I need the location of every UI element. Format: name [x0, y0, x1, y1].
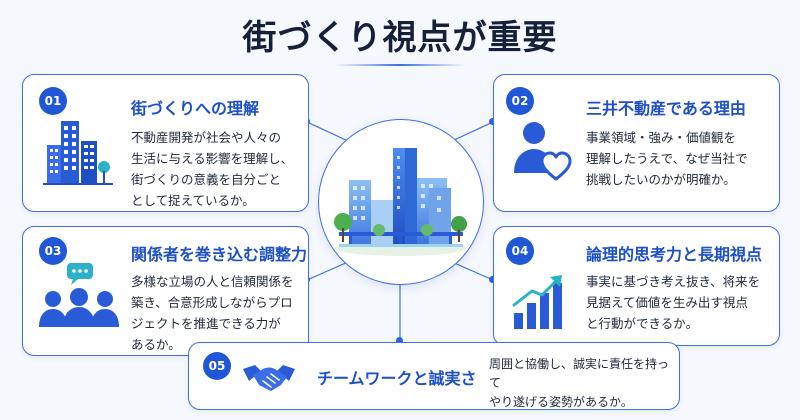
desc-line: 挑戦したいのかが明確か。 [586, 172, 736, 187]
handshake-icon [243, 365, 295, 391]
desc-line: と行動ができるか。 [586, 316, 699, 331]
card-description: 周囲と協働し、誠実に責任を持って やり遂げる姿勢があるか。 [489, 355, 679, 412]
card-02: 02 三井不動産である理由 事業領域・強み・価値観を 理解したうえで、なぜ当社で… [493, 74, 780, 212]
desc-line: として捉えているか。 [131, 193, 255, 208]
growth-chart-icon [512, 275, 562, 329]
desc-line: 不動産開発が社会や人々の [131, 130, 282, 145]
desc-line: 築き、合意形成しながらプロ [131, 295, 293, 310]
desc-line: 事業領域・強み・価値観を [586, 130, 737, 145]
card-description: 不動産開発が社会や人々の 生活に与える影響を理解し、 街づくりの意義を自分ごと … [131, 127, 293, 211]
desc-line: あるか。 [131, 337, 181, 352]
desc-line: ジェクトを推進できる力が [131, 316, 281, 331]
card-description: 事実に基づき考え抜き、将来を 見据えて価値を生み出す視点 と行動ができるか。 [586, 271, 760, 334]
group-chat-icon [39, 263, 119, 327]
desc-line: やり遂げる姿勢があるか。 [489, 395, 633, 409]
card-number-badge: 01 [39, 87, 67, 115]
connector-dot [489, 276, 496, 283]
card-05: 05 チームワークと誠実さ 周囲と協働し、誠実に責任を持って やり遂げる姿勢があ… [188, 342, 680, 410]
person-heart-icon [514, 122, 572, 181]
card-number-badge: 05 [203, 352, 231, 380]
card-04: 04 論理的思考力と長期視点 事実に基づき考え抜き、将来を 見据えて価値を生み出… [493, 226, 780, 346]
card-title: 論理的思考力と長期視点 [586, 245, 763, 264]
cityscape-icon [334, 148, 467, 256]
card-number-badge: 04 [506, 237, 534, 265]
connector-dot [396, 337, 403, 344]
card-description: 事業領域・強み・価値観を 理解したうえで、なぜ当社で 挑戦したいのかが明確か。 [586, 127, 748, 190]
card-title: 街づくりへの理解 [131, 99, 260, 118]
title-underline [335, 64, 465, 66]
desc-line: 見据えて価値を生み出す視点 [586, 295, 748, 310]
card-01: 01 街づくりへの理解 不動産開発が社会や人々の [22, 74, 309, 212]
desc-line: 多様な立場の人と信頼関係を [131, 274, 294, 289]
card-title: チームワークと誠実さ [317, 369, 477, 388]
center-city-illustration [318, 119, 484, 285]
card-title: 三井不動産である理由 [586, 99, 746, 118]
connector-dot [489, 118, 496, 125]
page-title: 街づくり視点が重要 [242, 18, 558, 58]
card-title: 関係者を巻き込む調整力 [131, 245, 308, 264]
desc-line: 街づくりの意義を自分ごと [131, 172, 282, 187]
city-buildings-icon [43, 121, 113, 185]
desc-line: 生活に与える影響を理解し、 [131, 151, 294, 166]
card-03: 03 関係者を巻き込む調整力 多様な立場の人と信頼関係を 築き、合意形成しながら… [22, 226, 309, 356]
desc-line: 周囲と協働し、誠実に責任を持って [489, 357, 670, 390]
desc-line: 事実に基づき考え抜き、将来を [586, 274, 761, 289]
card-description: 多様な立場の人と信頼関係を 築き、合意形成しながらプロ ジェクトを推進できる力が… [131, 271, 294, 355]
card-number-badge: 02 [506, 87, 534, 115]
desc-line: 理解したうえで、なぜ当社で [586, 151, 748, 166]
card-number-badge: 03 [39, 237, 67, 265]
